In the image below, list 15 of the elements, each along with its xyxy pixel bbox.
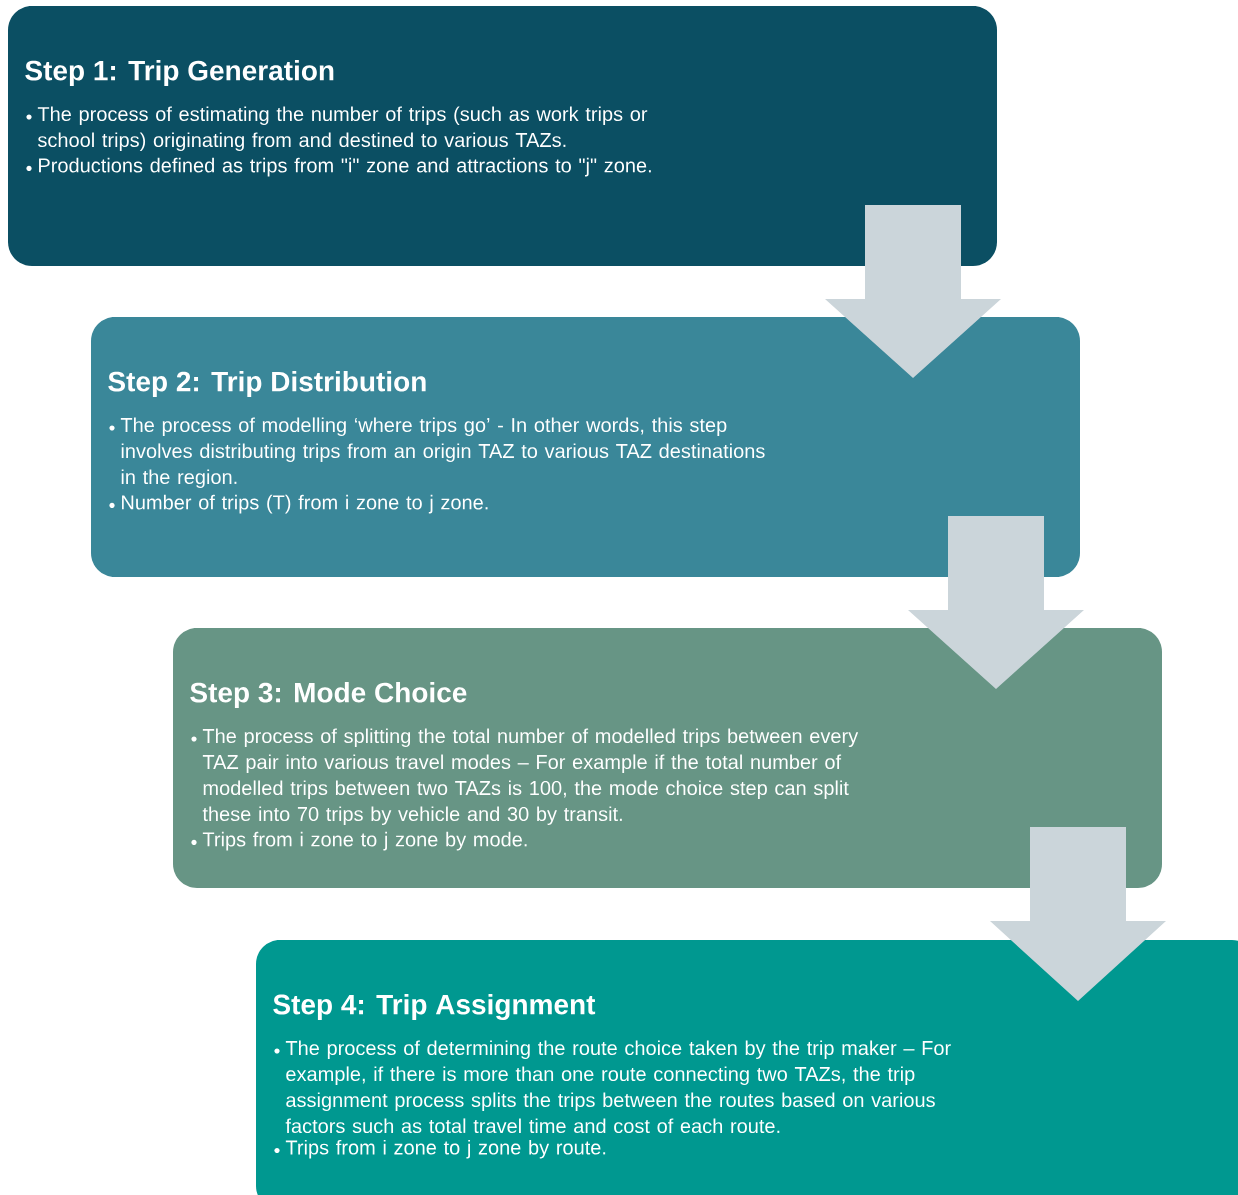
step-heading: Step 4: Trip Assignment [273,993,596,1021]
block-arrow [908,516,1084,689]
block-arrow [990,827,1166,1001]
step-heading: Step 3: Mode Choice [190,681,467,709]
step-heading: Step 1: Trip Generation [25,59,334,87]
bullet-text: The process of splitting the total number of modelled trips between every TAZ pair into various travel modes – For example if the total number of modelled trips between two TAZs is 100, the mode choice step can split these into 70 trips by vehicle and 30 by transit. [202,728,859,826]
bullet-text: The process of determining the route choice taken by the trip maker – For example, if there is more than one route connecting two TAZs, the trip assignment process splits the trips between the routes based on various factors such as total travel time and cost of each route. [285,1040,951,1134]
bullet-text: Trips from i zone to j zone by mode. [202,831,527,851]
bullet-text: Number of trips (T) from i zone to j zone. [122,494,488,514]
block-arrow [825,205,1001,378]
bullet-text: The process of modelling ‘where trips go’ - In other words, this step involves distributing trips from an origin TAZ to various TAZ destinations in the region. [120,417,765,489]
step-heading: Step 2: Trip Distribution [108,370,426,398]
bullet-text: Productions defined as trips from "i" zone and attractions to "j" zone. [39,157,651,177]
bullet-text: Trips from i zone to j zone by route. [285,1139,606,1159]
bullet-text: The process of estimating the number of trips (such as work trips or school trips) originating from and destined to various TAZs. [37,106,648,152]
